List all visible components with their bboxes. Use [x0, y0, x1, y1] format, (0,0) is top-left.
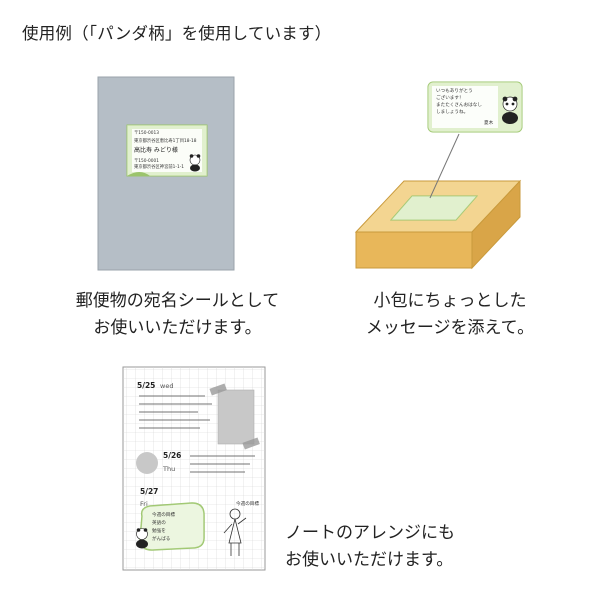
tag-line-2: ございます！ — [436, 94, 464, 101]
envelope-address-from: 東京都渋谷区恵比寿1丁目18-18 — [134, 137, 197, 144]
tag-line-4: しましょうね。 — [436, 109, 468, 115]
bubble-line-1: 今週の目標 — [152, 511, 175, 518]
note-circle-mark — [136, 452, 158, 474]
note-date-2: 5/26 — [163, 451, 181, 460]
tag-signature: 夏木 — [484, 119, 494, 126]
tag-line-1: いつもありがとう — [436, 87, 473, 94]
panda-icon — [136, 528, 148, 549]
note-figure-caption: 今週の目標 — [236, 500, 259, 507]
gift-tag-zoom: いつもありがとう ございます！ またたくさんおはなし しましょうね。 夏木 — [427, 81, 523, 133]
note-day-3: Fri — [140, 500, 148, 508]
note-stick-figure — [223, 508, 247, 556]
note-day-1: wed — [160, 382, 173, 390]
caption-notebook: ノートのアレンジにも お使いいただけます。 — [285, 520, 455, 574]
envelope-postcode-from: 〒150-0013 — [134, 130, 159, 136]
gift-box-label — [389, 195, 479, 221]
caption-gift: 小包にちょっとした メッセージを添えて。 — [330, 288, 570, 342]
envelope-illustration: 〒150-0013 東京都渋谷区恵比寿1丁目18-18 高比寿 みどり様 〒15… — [97, 76, 235, 271]
note-day-2: Thu — [162, 465, 175, 473]
caption-gift-line-2: メッセージを添えて。 — [365, 318, 535, 338]
caption-notebook-line-1: ノートのアレンジにも — [285, 523, 455, 543]
envelope-postcode-to: 〒150-0001 — [134, 158, 159, 164]
page-heading: 使用例（「パンダ柄」を使用しています） — [22, 24, 332, 43]
note-speech-bubble: 今週の目標 英語の 勉強を がんばる — [136, 502, 205, 551]
envelope-recipient-name: 高比寿 みどり様 — [134, 146, 178, 154]
envelope-address-to: 東京都渋谷区神宮前1-1-1 — [134, 163, 184, 170]
panda-icon — [502, 96, 518, 124]
caption-envelope-line-1: 郵便物の宛名シールとして — [75, 291, 280, 311]
note-photo — [209, 383, 260, 450]
bubble-line-3: 勉強を — [152, 527, 166, 534]
note-handwriting-1 — [139, 395, 212, 429]
notebook-illustration: 5/25 wed 5/26 Thu 5/27 Fri 今週の目標 — [122, 366, 266, 571]
panda-icon — [189, 154, 201, 172]
bubble-line-2: 英語の — [152, 519, 166, 526]
caption-envelope: 郵便物の宛名シールとして お使いいただけます。 — [55, 288, 300, 342]
caption-notebook-line-2: お使いいただけます。 — [285, 550, 454, 570]
gift-box-illustration — [354, 133, 522, 270]
bubble-line-4: がんばる — [152, 535, 170, 542]
caption-gift-line-1: 小包にちょっとした — [373, 291, 527, 311]
caption-envelope-line-2: お使いいただけます。 — [93, 318, 262, 338]
note-date-3: 5/27 — [140, 487, 158, 496]
note-date-1: 5/25 — [137, 381, 155, 390]
note-handwriting-2 — [190, 455, 255, 473]
tag-line-3: またたくさんおはなし — [436, 101, 482, 108]
envelope-address-label: 〒150-0013 東京都渋谷区恵比寿1丁目18-18 高比寿 みどり様 〒15… — [126, 124, 208, 177]
